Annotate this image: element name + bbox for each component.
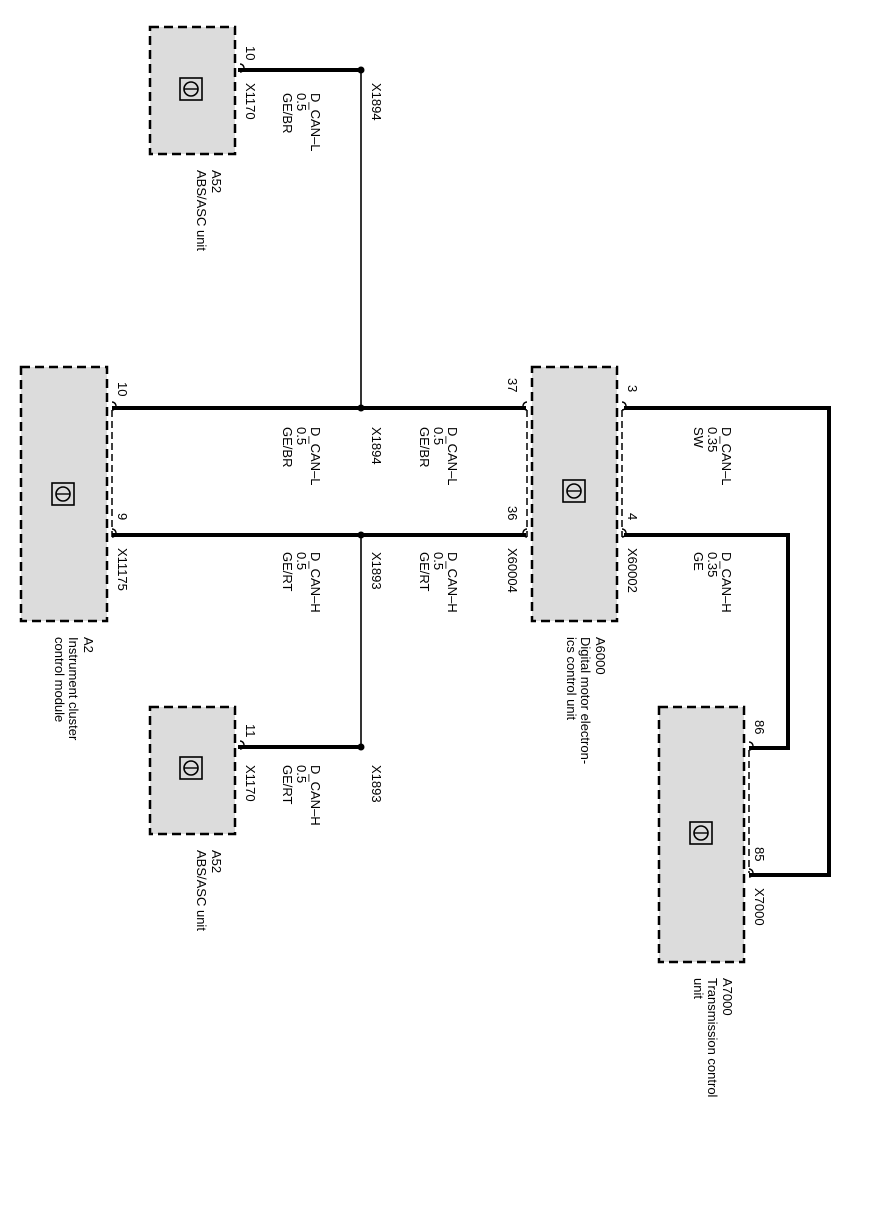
wires bbox=[112, 68, 831, 877]
a2-name-line2: control module bbox=[52, 637, 67, 722]
a6000-connector-left: X60004 bbox=[505, 548, 520, 593]
component-a6000[interactable] bbox=[526, 365, 623, 623]
component-a52-bottom[interactable] bbox=[148, 705, 237, 836]
a52-bottom-id: A52 bbox=[209, 850, 224, 873]
component-a7000[interactable] bbox=[657, 705, 750, 964]
a7000-h-signal: D_CAN–H bbox=[719, 552, 734, 613]
control-unit-icon bbox=[179, 77, 203, 101]
a2-l-color: GE/BR bbox=[280, 427, 295, 467]
pin-hook bbox=[239, 740, 245, 750]
splice-dot bbox=[357, 531, 365, 539]
a2-connector: X11175 bbox=[115, 548, 130, 591]
a6000-h-gauge: 0.5 bbox=[431, 552, 446, 570]
a2-pin-l: 10 bbox=[115, 382, 130, 396]
component-a52-top[interactable] bbox=[148, 25, 237, 156]
splice-dot bbox=[357, 66, 365, 74]
a2-name-line1: Instrument cluster bbox=[66, 637, 81, 741]
pin-hook bbox=[111, 528, 117, 538]
a7000-h-color: GE bbox=[691, 552, 706, 571]
control-unit-icon bbox=[562, 479, 586, 503]
a2-h-gauge: 0.5 bbox=[294, 552, 309, 570]
a52-top-gauge: 0.5 bbox=[294, 93, 309, 111]
a52-top-name: ABS/ASC unit bbox=[194, 170, 209, 251]
a2-pin-h: 9 bbox=[115, 513, 130, 520]
a6000-pin-h-left: 36 bbox=[505, 506, 520, 520]
a52-bottom-gauge: 0.5 bbox=[294, 765, 309, 783]
a6000-pin-l-right: 3 bbox=[625, 385, 640, 392]
a6000-name-line2: ics control unit bbox=[564, 637, 579, 720]
pin-hook bbox=[748, 868, 754, 878]
a6000-h-color: GE/RT bbox=[417, 552, 432, 592]
a6000-name-line1: Digital motor electron- bbox=[578, 637, 593, 764]
splice-top-label: X1894 bbox=[369, 83, 384, 121]
a52-top-signal: D_CAN–L bbox=[308, 93, 323, 152]
pin-hook bbox=[522, 528, 528, 538]
a52-bottom-name: ABS/ASC unit bbox=[194, 850, 209, 931]
pin-hook bbox=[522, 401, 528, 411]
a7000-l-signal: D_CAN–L bbox=[719, 427, 734, 486]
control-unit-icon bbox=[51, 482, 75, 506]
splice-dot bbox=[357, 404, 365, 412]
pin-hook bbox=[111, 401, 117, 411]
a52-bottom-color: GE/RT bbox=[280, 765, 295, 805]
a7000-l-color: SW bbox=[691, 427, 706, 449]
a7000-id: A7000 bbox=[720, 978, 735, 1016]
a2-h-signal: D_CAN–H bbox=[308, 552, 323, 613]
a7000-pin-a: 86 bbox=[752, 720, 767, 734]
a2-l-signal: D_CAN–L bbox=[308, 427, 323, 486]
a52-bottom-signal: D_CAN–H bbox=[308, 765, 323, 826]
splice-dot bbox=[357, 743, 365, 751]
wire-a6000-a7000-can-h bbox=[624, 533, 790, 750]
a6000-l-signal: D_CAN–L bbox=[445, 427, 460, 486]
a52-bottom-connector: X1170 bbox=[243, 765, 258, 802]
a2-h-color: GE/RT bbox=[280, 552, 295, 592]
a7000-l-gauge: 0.35 bbox=[705, 427, 720, 452]
splice-dots bbox=[357, 66, 365, 751]
a52-top-connector: X1170 bbox=[243, 83, 258, 120]
a6000-id: A6000 bbox=[593, 637, 608, 675]
a2-l-gauge: 0.5 bbox=[294, 427, 309, 445]
splice-mid-h-label: X1893 bbox=[369, 552, 384, 590]
a7000-h-gauge: 0.35 bbox=[705, 552, 720, 577]
pin-hooks bbox=[111, 63, 754, 878]
a7000-pin-b: 85 bbox=[752, 847, 767, 861]
control-unit-icon bbox=[179, 756, 203, 780]
a6000-l-gauge: 0.5 bbox=[431, 427, 446, 445]
pin-hook bbox=[621, 401, 627, 411]
a52-top-color: GE/BR bbox=[280, 93, 295, 133]
pin-hook bbox=[621, 528, 627, 538]
control-unit-icon bbox=[689, 821, 713, 845]
splice-bottom-label: X1893 bbox=[369, 765, 384, 803]
a6000-h-signal: D_CAN–H bbox=[445, 552, 460, 613]
component-a2[interactable] bbox=[19, 365, 113, 623]
a7000-connector: X7000 bbox=[752, 888, 767, 926]
pin-hook bbox=[239, 63, 245, 73]
a7000-name-line1: Transmission control bbox=[705, 978, 720, 1098]
a2-id: A2 bbox=[81, 637, 96, 653]
a52-bottom-pin: 11 bbox=[243, 724, 258, 738]
splice-mid-l-label: X1894 bbox=[369, 427, 384, 465]
pin-hook bbox=[748, 741, 754, 751]
a6000-pin-l-left: 37 bbox=[505, 378, 520, 392]
a6000-l-color: GE/BR bbox=[417, 427, 432, 467]
a52-top-pin: 10 bbox=[243, 46, 258, 60]
a6000-connector-right: X60002 bbox=[625, 548, 640, 593]
a6000-pin-h-right: 4 bbox=[625, 513, 640, 520]
wire-a6000-a7000-can-l bbox=[624, 406, 831, 877]
a7000-name-line2: unit bbox=[691, 978, 706, 999]
a52-top-id: A52 bbox=[209, 170, 224, 193]
